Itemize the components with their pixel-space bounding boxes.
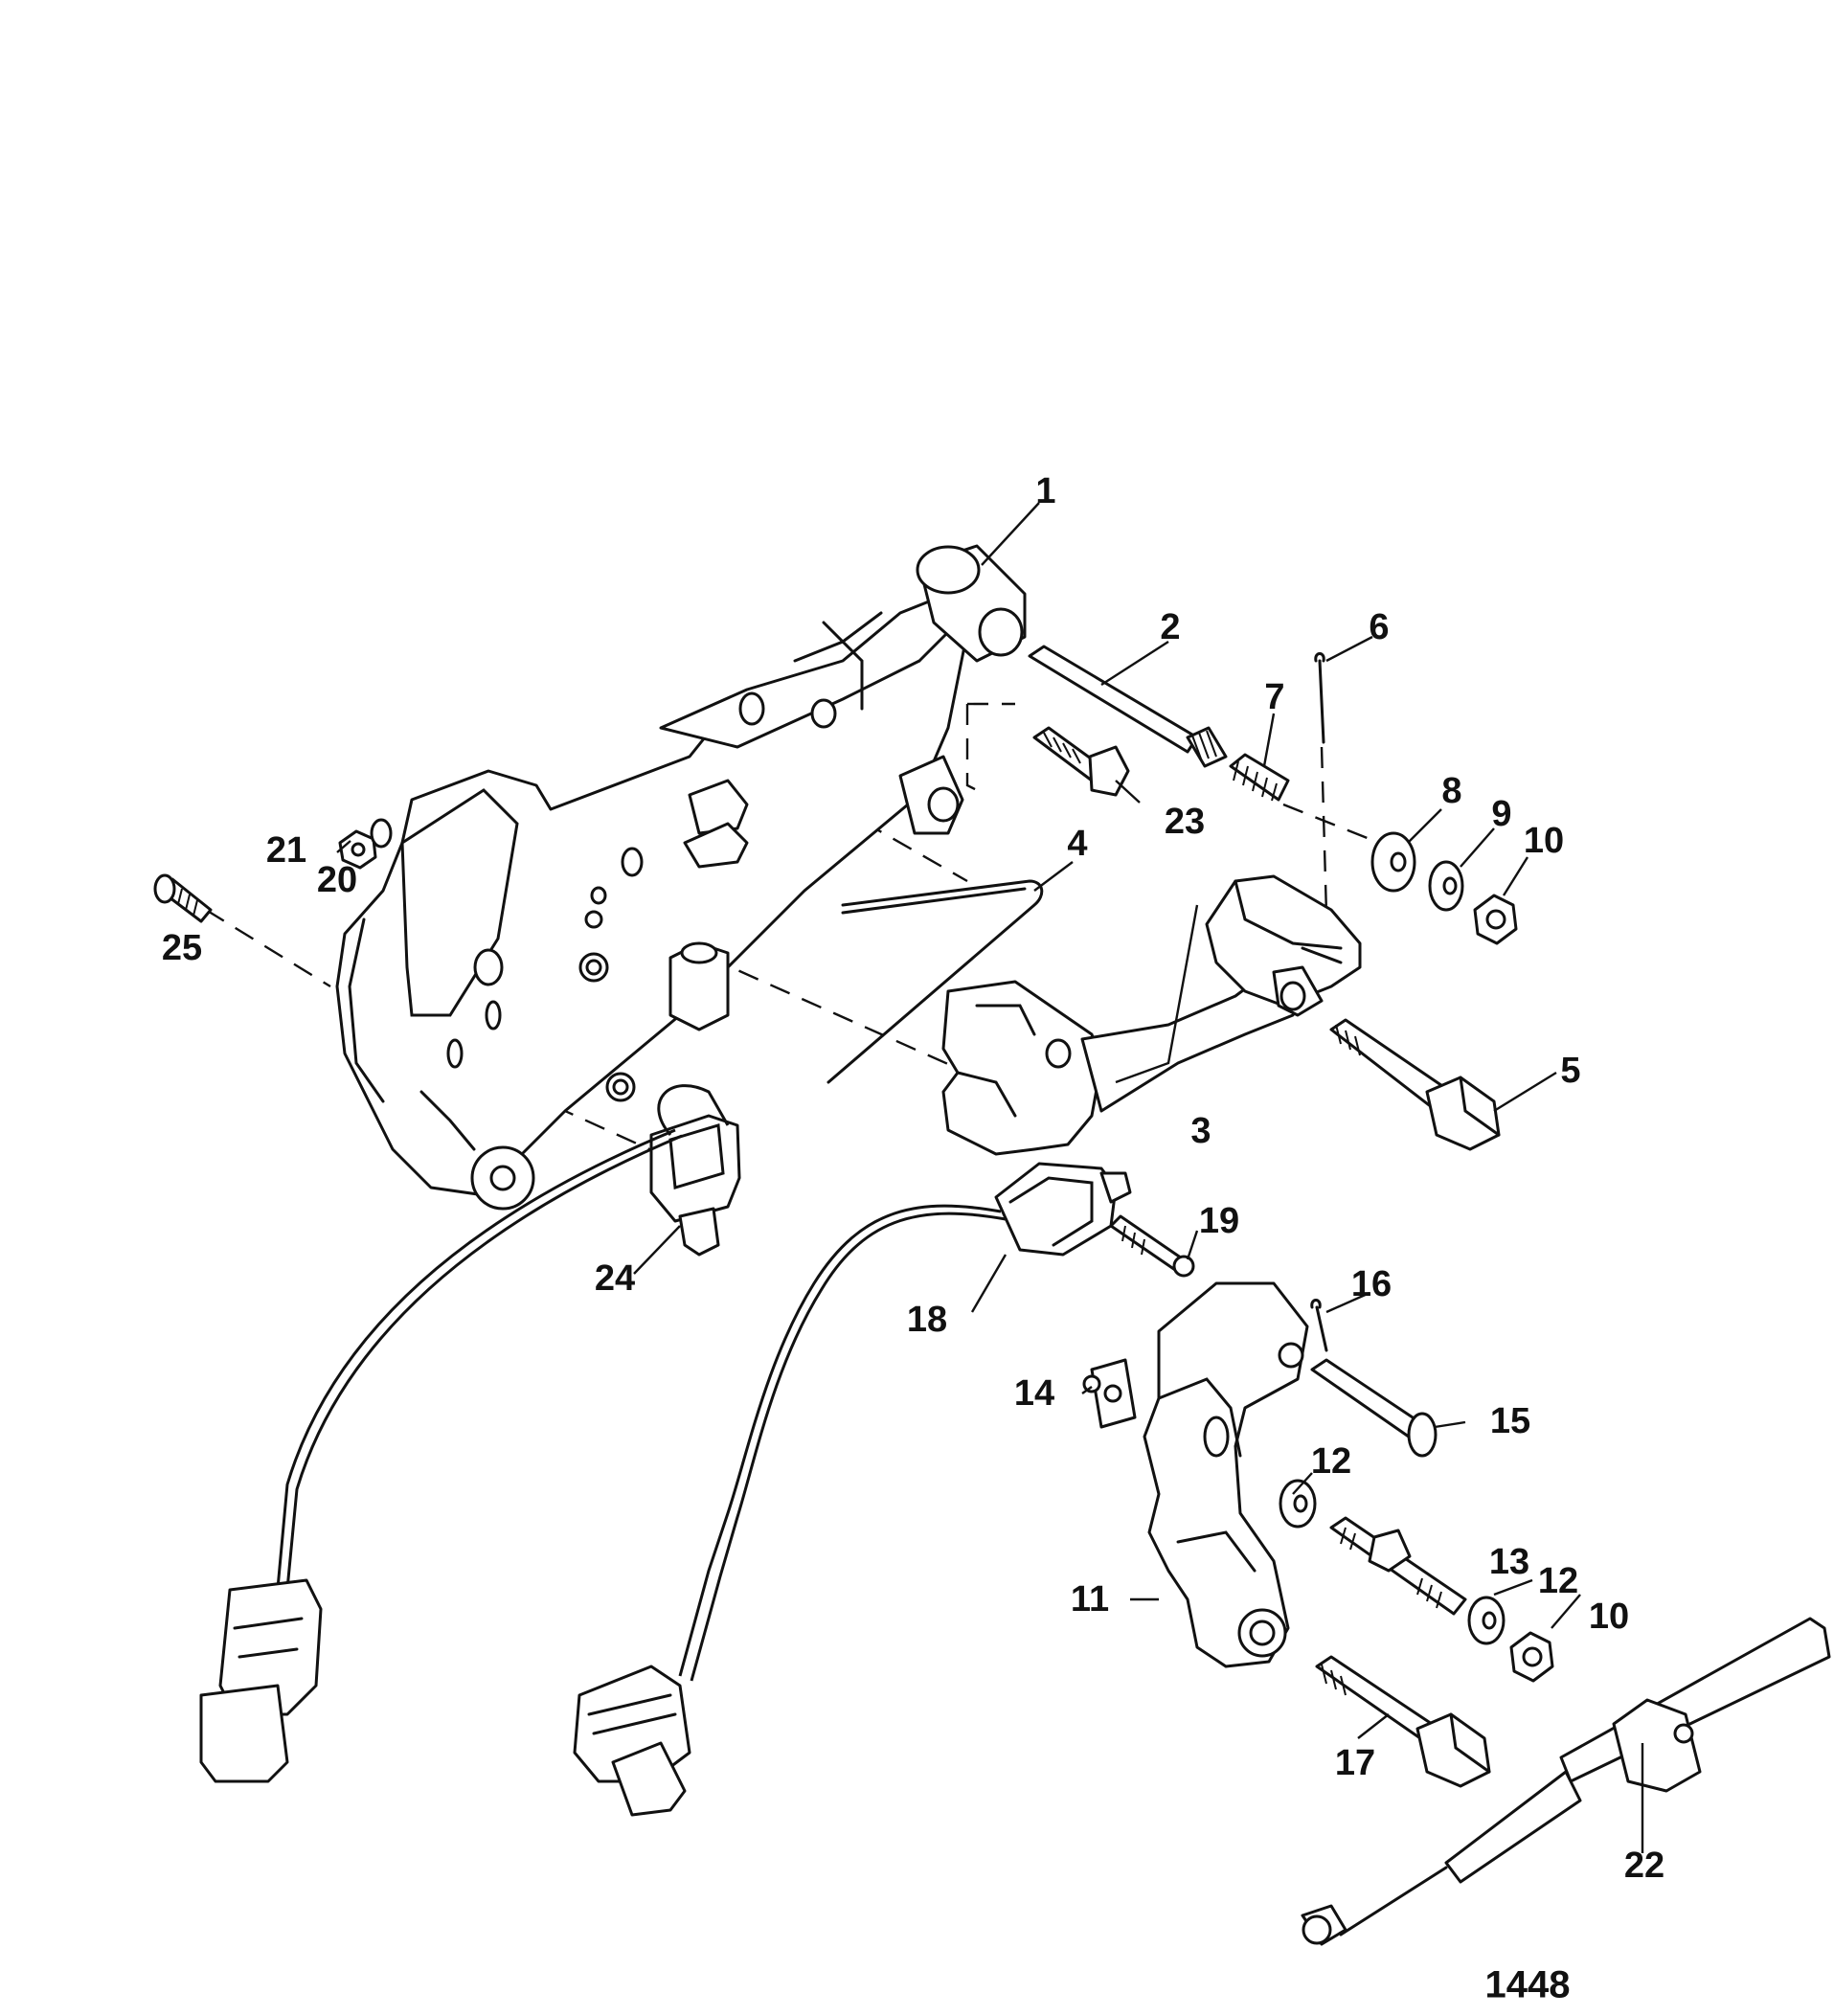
callout-labels: 1 2 3 4 5 6 7 8 9 10 11 12 13 14 15 16 1… — [162, 471, 1664, 1886]
callout-25: 25 — [162, 928, 202, 968]
stud-13 — [1329, 1516, 1467, 1616]
switch-18 — [573, 1162, 1132, 1817]
callout-15: 15 — [1490, 1401, 1530, 1441]
main-bracket — [335, 544, 1027, 1211]
screw-25 — [153, 873, 213, 923]
callout-22: 22 — [1624, 1846, 1664, 1886]
callout-6: 6 — [1369, 607, 1389, 647]
shift-cable-22 — [1301, 1617, 1831, 1946]
callout-23: 23 — [1165, 802, 1205, 842]
bolt-23 — [1032, 726, 1130, 797]
callout-16: 16 — [1351, 1264, 1392, 1304]
screw-19 — [1109, 1214, 1195, 1278]
washers-and-nut-upper — [1370, 831, 1518, 945]
callout-10: 10 — [1524, 821, 1564, 861]
cotter-pin-16 — [1310, 1299, 1328, 1352]
callout-12-lower: 12 — [1538, 1561, 1578, 1601]
callout-5: 5 — [1560, 1051, 1580, 1091]
shift-arm-11 — [1143, 1281, 1309, 1668]
callout-4: 4 — [1067, 824, 1087, 864]
callout-18: 18 — [907, 1300, 947, 1340]
neutral-switch-24 — [199, 1084, 741, 1783]
shift-lever — [941, 874, 1362, 1156]
clip-14 — [1082, 1358, 1137, 1429]
callout-11: 11 — [1071, 1579, 1109, 1620]
callout-7: 7 — [1264, 677, 1284, 717]
callout-12: 12 — [1311, 1441, 1351, 1482]
figure-number: 1448 — [1485, 1964, 1571, 2006]
callout-2: 2 — [1160, 607, 1180, 647]
pivot-bolt — [1028, 645, 1228, 768]
callout-13: 13 — [1489, 1542, 1529, 1582]
shoulder-bolt-5 — [1329, 1018, 1501, 1151]
shoulder-bolt-17 — [1315, 1655, 1491, 1788]
spring — [1229, 753, 1290, 802]
callout-20: 20 — [317, 860, 357, 900]
callout-8: 8 — [1441, 771, 1461, 811]
callout-14: 14 — [1014, 1373, 1054, 1414]
callout-1: 1 — [1035, 471, 1055, 511]
washer-nut-lower — [1467, 1596, 1554, 1683]
link-rod-4 — [826, 879, 1044, 1084]
callout-19: 19 — [1199, 1201, 1239, 1241]
callout-10-lower: 10 — [1589, 1597, 1629, 1637]
callout-9: 9 — [1491, 794, 1511, 834]
nut-washer-21-20 — [338, 818, 393, 870]
callout-24: 24 — [595, 1258, 635, 1299]
washer-12-upper — [1279, 1479, 1317, 1529]
pin-15 — [1310, 1358, 1438, 1458]
cotter-pin-6 — [1314, 652, 1325, 744]
leader-lines — [336, 502, 1644, 1853]
callout-17: 17 — [1335, 1743, 1375, 1783]
callout-21: 21 — [266, 830, 306, 871]
callout-3: 3 — [1190, 1111, 1211, 1151]
